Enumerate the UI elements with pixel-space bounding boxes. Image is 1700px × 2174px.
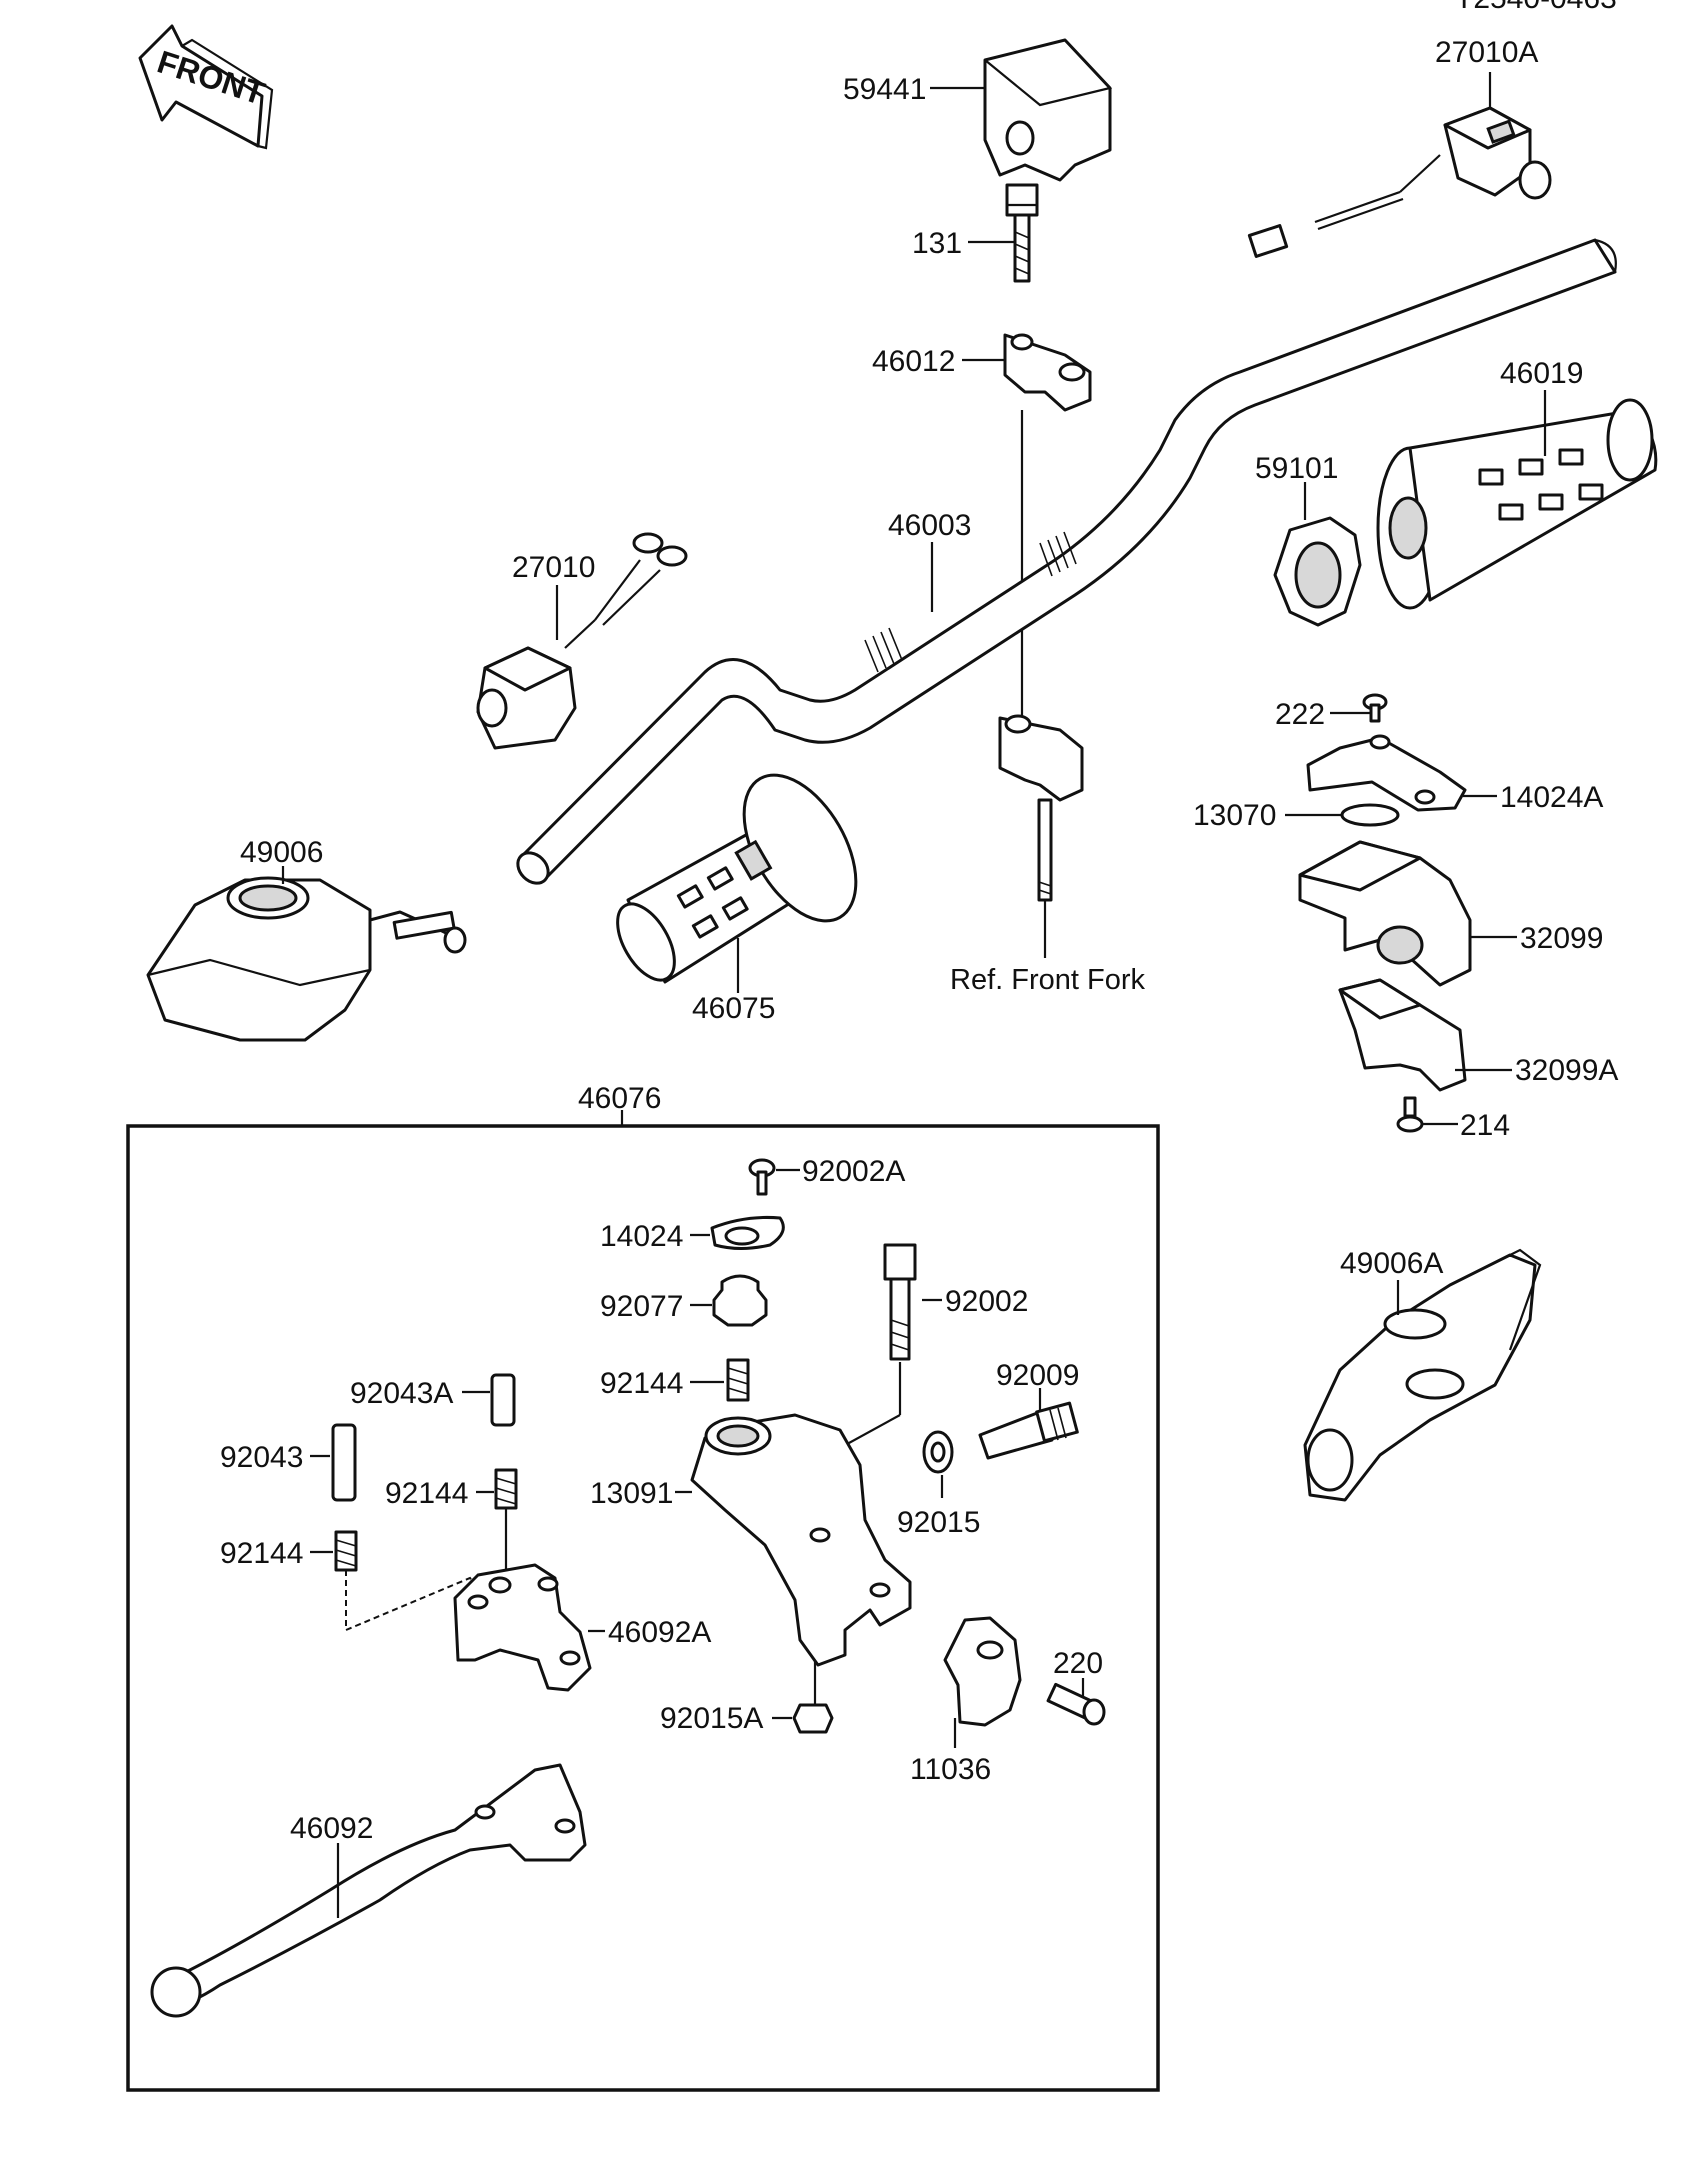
pulley-59101 — [1273, 516, 1362, 627]
front-arrow: FRONT — [138, 24, 274, 150]
label-46092A: 46092A — [608, 1616, 711, 1649]
ref-front-fork: Ref. Front Fork — [950, 964, 1145, 996]
label-14024A: 14024A — [1500, 781, 1603, 814]
grip-46075 — [616, 773, 858, 984]
label-46019: 46019 — [1500, 357, 1583, 390]
label-220: 220 — [1053, 1647, 1103, 1680]
handlebar-46003 — [516, 238, 1617, 885]
label-13091: 13091 — [590, 1477, 673, 1510]
switch-27010 — [476, 532, 688, 750]
housing-32099A — [1338, 978, 1467, 1092]
label-46092: 46092 — [290, 1812, 373, 1845]
label-27010A: 27010A — [1435, 36, 1538, 69]
clamp-46012 — [1003, 333, 1092, 412]
adjuster-92009 — [978, 1401, 1079, 1460]
washer-92015 — [922, 1430, 954, 1474]
label-46076: 46076 — [578, 1082, 661, 1115]
corner-code: T2540-0463 — [1455, 0, 1617, 15]
label-92015: 92015 — [897, 1506, 980, 1539]
label-92002: 92002 — [945, 1285, 1028, 1318]
label-46075: 46075 — [692, 992, 775, 1025]
pin-92043 — [331, 1423, 357, 1502]
label-92077: 92077 — [600, 1290, 683, 1323]
label-32099A: 32099A — [1515, 1054, 1618, 1087]
label-32099: 32099 — [1520, 922, 1603, 955]
label-49006: 49006 — [240, 836, 323, 869]
assembly-box-46076 — [126, 1124, 1160, 2092]
switch-27010A — [1247, 106, 1552, 258]
label-14024: 14024 — [600, 1220, 683, 1253]
spring-92144-left — [334, 1530, 358, 1572]
lower-clamp — [998, 714, 1084, 902]
screw-214 — [1396, 1096, 1424, 1133]
label-92009: 92009 — [996, 1359, 1079, 1392]
grip-46019 — [1376, 398, 1658, 610]
gasket-13070 — [1340, 803, 1400, 827]
label-59101: 59101 — [1255, 452, 1338, 485]
label-92144-left: 92144 — [220, 1537, 303, 1570]
label-92144-middle: 92144 — [385, 1477, 468, 1510]
label-13070: 13070 — [1193, 799, 1276, 832]
pin-92043A — [490, 1373, 516, 1427]
bracket-13091 — [690, 1413, 912, 1667]
cover-59441 — [983, 38, 1113, 182]
nut-92015A — [792, 1703, 834, 1734]
gasket-14024 — [710, 1215, 785, 1250]
cap-92077 — [712, 1274, 768, 1327]
cover-11036 — [943, 1616, 1022, 1727]
spring-92144-middle — [494, 1468, 518, 1510]
label-49006A: 49006A — [1340, 1247, 1443, 1280]
cover-14024A — [1306, 734, 1467, 812]
bracket-46092A — [453, 1563, 592, 1692]
screw-220 — [1046, 1682, 1106, 1726]
spring-92144-upper — [726, 1358, 750, 1402]
bolt-92002 — [883, 1243, 917, 1361]
label-214: 214 — [1460, 1109, 1510, 1142]
switch-housing-49006A — [1303, 1248, 1542, 1502]
label-92002A: 92002A — [802, 1155, 905, 1188]
label-92043A: 92043A — [350, 1377, 453, 1410]
label-11036: 11036 — [910, 1753, 991, 1786]
label-46012: 46012 — [872, 345, 955, 378]
lever-46092 — [150, 1763, 587, 2018]
label-222: 222 — [1275, 698, 1325, 731]
label-59441: 59441 — [843, 73, 926, 106]
label-46003: 46003 — [888, 509, 971, 542]
screw-92002A — [748, 1158, 776, 1196]
switch-housing-49006 — [146, 876, 467, 1042]
label-92043: 92043 — [220, 1441, 303, 1474]
label-92015A: 92015A — [660, 1702, 763, 1735]
label-27010: 27010 — [512, 551, 595, 584]
bolt-131 — [1005, 183, 1039, 283]
label-92144-upper: 92144 — [600, 1367, 683, 1400]
label-131: 131 — [912, 227, 962, 260]
screw-222 — [1362, 693, 1388, 723]
housing-32099 — [1298, 840, 1472, 987]
